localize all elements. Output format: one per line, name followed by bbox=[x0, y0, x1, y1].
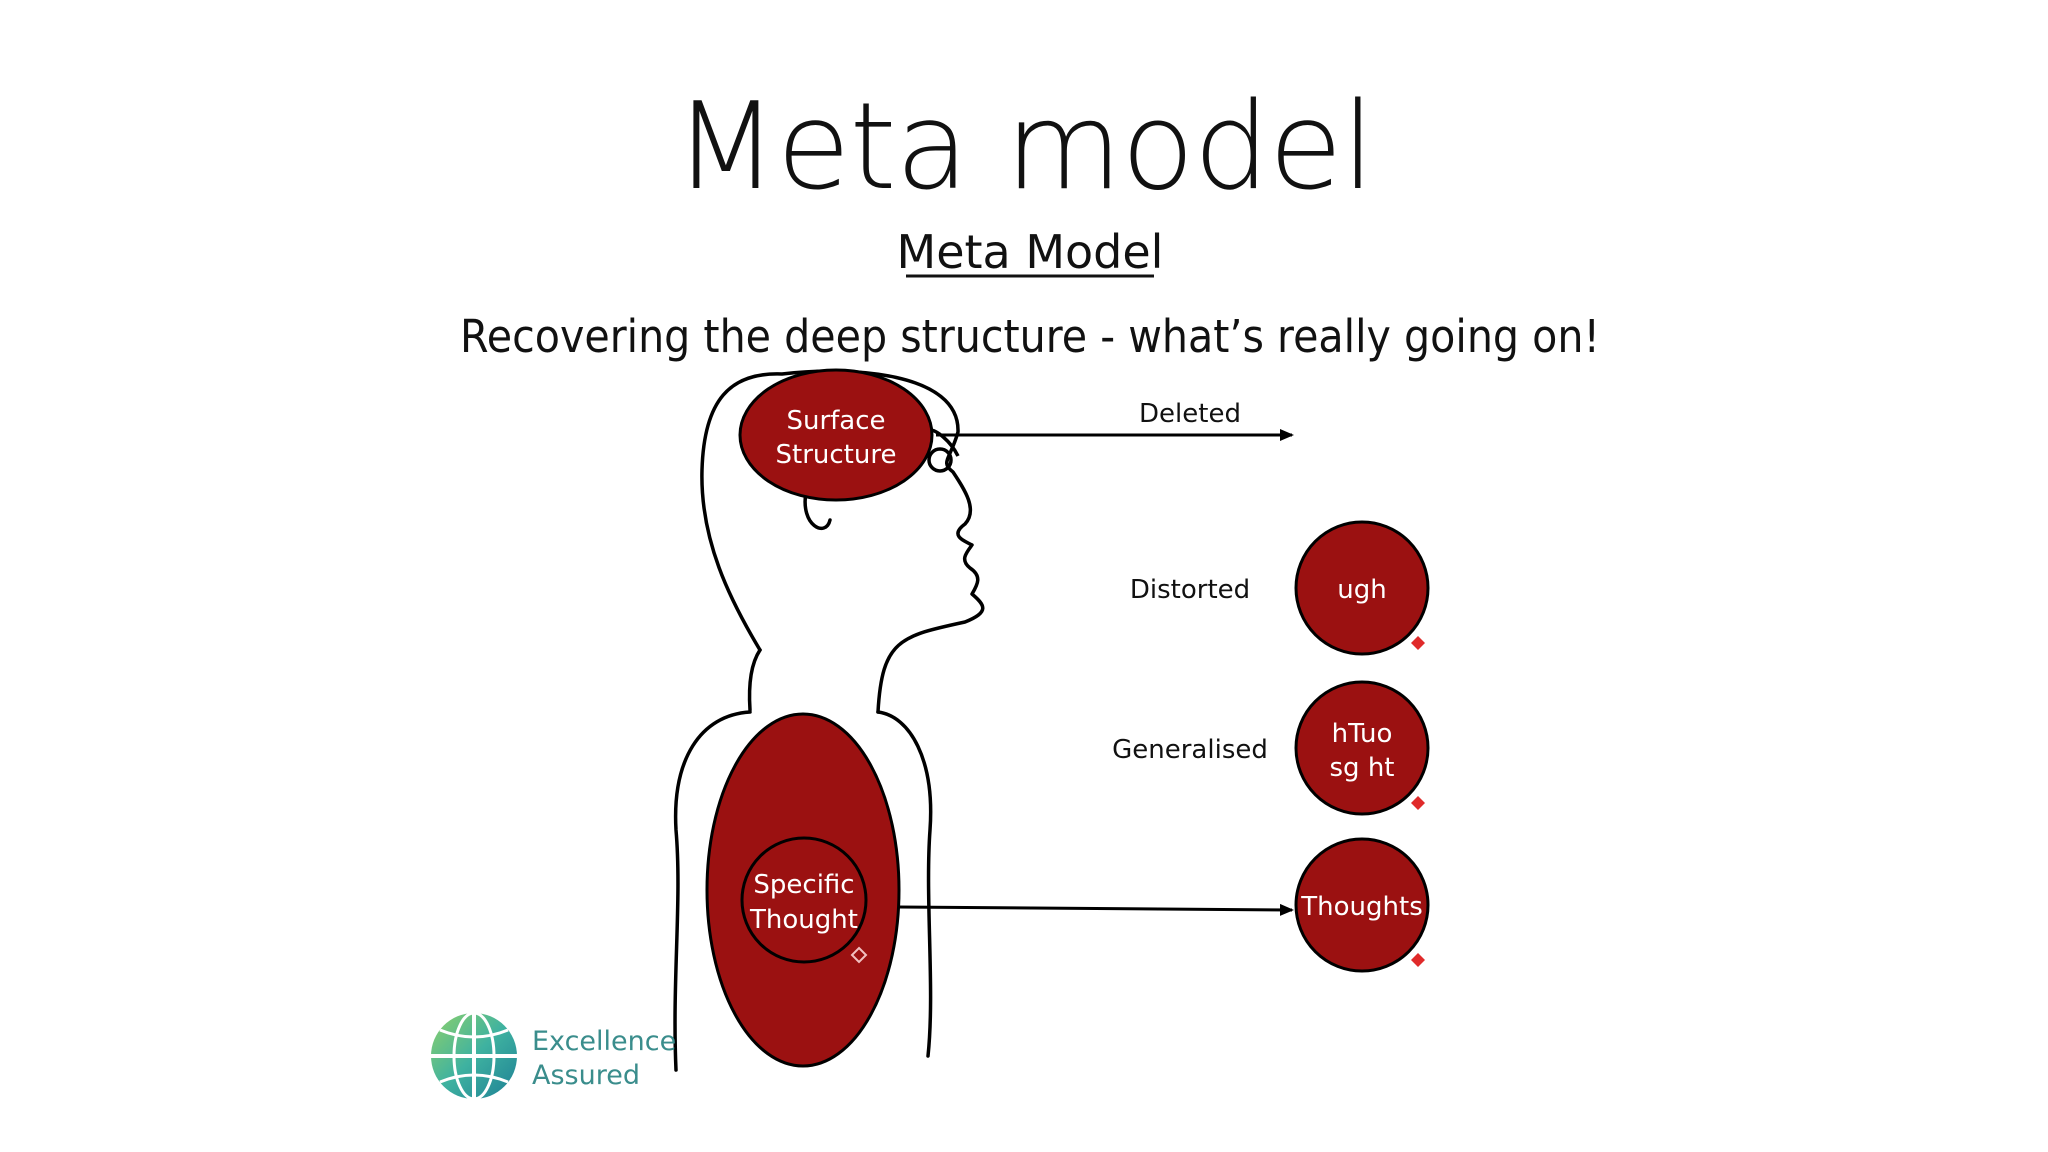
excellence-assured-logo: Excellence Assured bbox=[431, 1011, 676, 1101]
surface-structure-label-line1: Surface bbox=[786, 406, 885, 436]
ugh-marker-icon bbox=[1411, 636, 1425, 650]
thoughts-circle-label: Thoughts bbox=[1300, 892, 1422, 922]
surface-structure-shape bbox=[738, 368, 934, 502]
distorted-label: Distorted bbox=[1130, 575, 1250, 605]
logo-text-line2: Assured bbox=[532, 1060, 640, 1091]
ugh-circle-label: ugh bbox=[1337, 575, 1386, 605]
htuo-circle-label-line1: hTuo bbox=[1332, 719, 1393, 749]
generalised-label: Generalised bbox=[1112, 735, 1268, 765]
logo-text-line1: Excellence bbox=[532, 1026, 676, 1057]
thoughts-marker-icon bbox=[1411, 953, 1425, 967]
specific-thought-label-line1: Specific bbox=[753, 870, 854, 900]
thoughts-arrow bbox=[897, 903, 1294, 916]
surface-structure-label-line2: Structure bbox=[776, 440, 897, 470]
deleted-label: Deleted bbox=[1139, 399, 1241, 429]
specific-thought-marker-icon bbox=[850, 946, 868, 964]
htuo-circle-label-line2: sg ht bbox=[1330, 753, 1395, 783]
specific-thought-label-line2: Thought bbox=[749, 905, 858, 935]
htuo-circle bbox=[1294, 680, 1430, 816]
htuo-marker-icon bbox=[1411, 796, 1425, 810]
person-silhouette bbox=[673, 369, 985, 1072]
ugh-circle bbox=[1294, 520, 1430, 656]
specific-thought-circle bbox=[740, 836, 868, 964]
slide-title: Meta model bbox=[674, 78, 1375, 217]
diagram-heading: Meta Model bbox=[897, 225, 1164, 279]
thoughts-circle bbox=[1294, 837, 1430, 973]
diagram-subtitle: Recovering the deep structure - what’s r… bbox=[460, 310, 1600, 363]
